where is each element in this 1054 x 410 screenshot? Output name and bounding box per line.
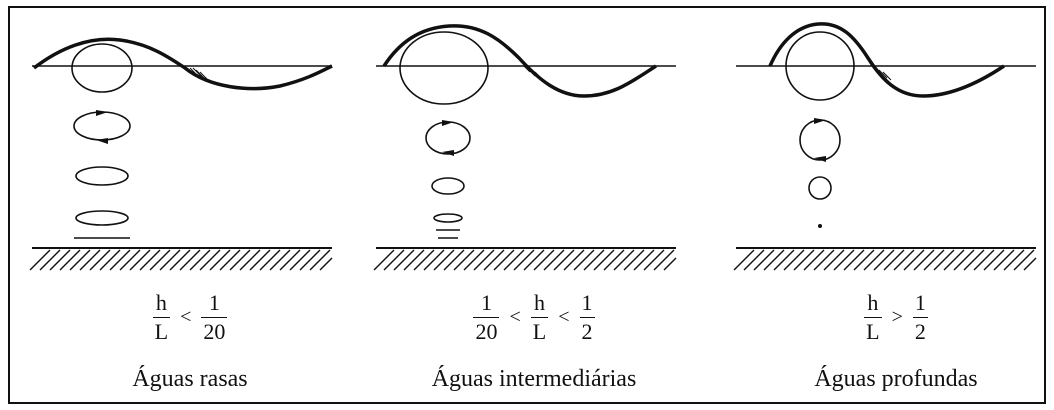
orbit-arrow-bottom — [442, 150, 454, 156]
greater-than-sign: > — [891, 306, 903, 328]
less-than-sign: < — [558, 306, 570, 328]
caption-shallow: Águas rasas — [132, 366, 248, 392]
orbit-level-2 — [425, 121, 471, 155]
caption-intermediate: Águas intermediárias — [431, 366, 637, 392]
less-than-sign: < — [180, 306, 192, 328]
orbit-arrow-bottom — [96, 138, 108, 144]
wave-profile — [768, 22, 1005, 98]
orbit-level-2 — [73, 111, 131, 141]
orbit-level-2 — [799, 119, 841, 161]
orbit-level-4 — [433, 213, 463, 223]
wave-hatch — [871, 65, 892, 81]
orbit-level-4 — [75, 210, 129, 226]
orbit-level-3 — [431, 177, 465, 195]
orbit-arrow-top — [96, 110, 108, 116]
orbit-level-4 — [818, 224, 822, 228]
deep-water-diagram — [733, 22, 1037, 271]
orbit-arrow-top — [814, 118, 826, 124]
intermediate-water-diagram — [373, 24, 677, 271]
orbit-level-3 — [808, 176, 832, 200]
seabed-hatch — [733, 249, 1037, 271]
orbit-arrow-top — [442, 120, 454, 126]
wave-profile — [32, 37, 333, 91]
less-than-sign: < — [509, 306, 521, 328]
seabed-hatch — [373, 249, 677, 271]
shallow-water-diagram — [29, 37, 333, 271]
wave-profile — [382, 24, 657, 98]
orbit-surface — [71, 43, 133, 93]
caption-deep: Águas profundas — [814, 366, 978, 392]
seabed-hatch — [29, 249, 333, 271]
wave-hatch — [189, 67, 209, 81]
orbit-arrow-bottom — [814, 156, 826, 162]
orbit-surface — [399, 31, 489, 105]
orbit-level-3 — [75, 166, 129, 186]
wave-hatch — [523, 65, 544, 81]
orbit-surface — [785, 31, 855, 101]
